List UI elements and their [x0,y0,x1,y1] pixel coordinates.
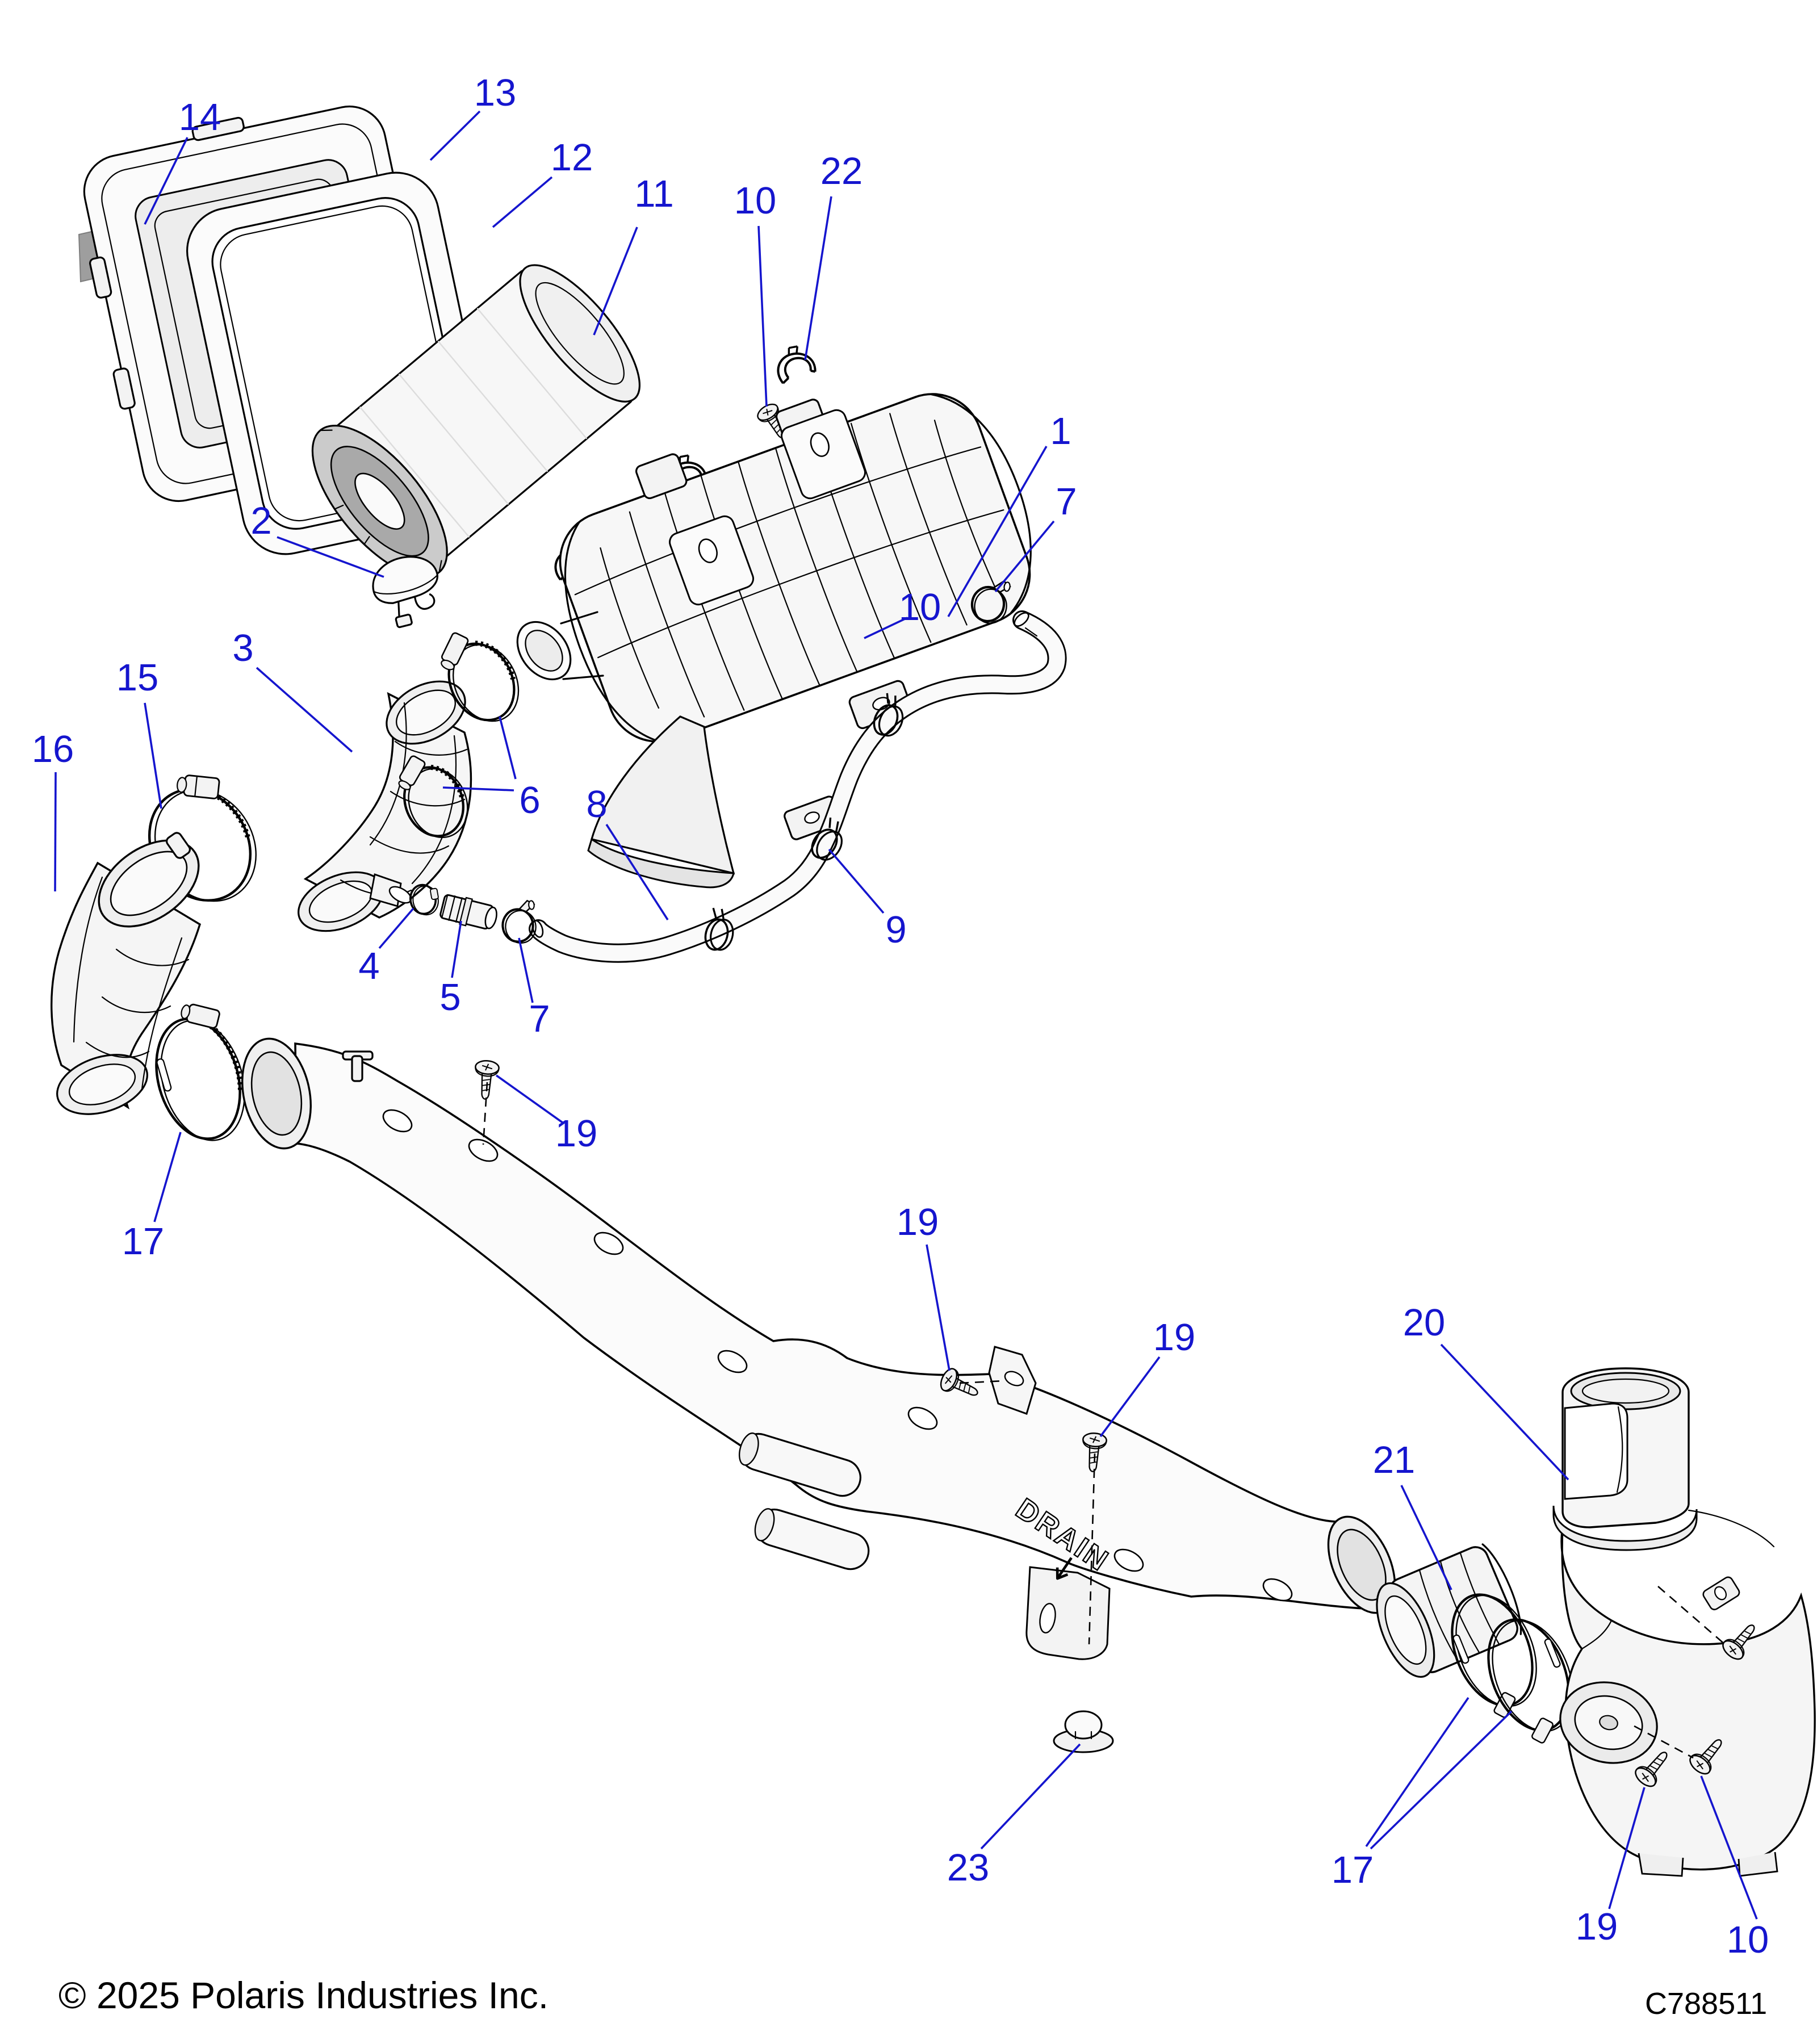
callout-10-b: 10 [899,586,941,629]
callout-8: 8 [586,783,607,826]
callout-15: 15 [116,656,159,699]
callout-16: 16 [32,728,74,770]
duct-bosses [382,1109,1293,1602]
assembly-dashed-lines [482,1082,1727,1759]
coupler-drawing [1376,1543,1522,1678]
callout-9: 9 [885,908,906,951]
lower-elbow-drawing [50,832,202,1115]
leader-lines [54,110,1758,1920]
callout-1: 1 [1050,410,1071,453]
callout-19-d: 19 [1576,1905,1618,1948]
callout-7-a: 7 [1056,480,1077,523]
callout-4: 4 [358,945,379,987]
callout-17-b: 17 [1332,1849,1374,1891]
air-filter-drawing [311,264,641,578]
callout-3: 3 [232,627,253,669]
elbow-clamp-lower-drawing [398,755,468,839]
callout-6: 6 [519,779,540,822]
push-plug-drawing [1053,1710,1114,1753]
callout-7-b: 7 [529,998,550,1040]
callout-23: 23 [947,1846,990,1889]
duct-inlet-clamp-drawing [155,1003,245,1141]
callout-2: 2 [250,500,271,542]
callout-5: 5 [439,976,460,1019]
callout-21: 21 [1373,1439,1416,1481]
callout-20: 20 [1403,1301,1446,1344]
callout-13: 13 [474,72,517,114]
callout-10-a: 10 [734,179,777,222]
callout-11: 11 [634,173,674,215]
callout-10-c: 10 [1727,1919,1769,1961]
callout-labels: 14 13 12 11 10 22 1 7 10 2 3 15 16 6 8 9… [32,72,1769,1961]
upper-elbow-drawing [298,680,472,932]
callout-22: 22 [820,150,863,192]
copyright-text: © 2025 Polaris Industries Inc. [58,1974,549,2016]
diagram-code: C788511 [1645,1987,1767,2021]
airbox-drawing [516,393,1032,889]
callout-19-c: 19 [1153,1316,1196,1359]
callout-19-a: 19 [555,1112,598,1155]
drain-arrow-icon [1056,1557,1073,1580]
callout-12: 12 [551,136,593,179]
callout-14: 14 [179,96,221,139]
outlet-clamps-drawing [1451,1593,1573,1744]
main-duct-drawing: DRAIN [241,1037,1396,1660]
snorkel-drawing [1552,1367,1816,1877]
callout-17-a: 17 [122,1220,165,1263]
hose-fitting-drawing [439,894,497,930]
drain-valve-drawing [372,556,438,629]
callout-19-b: 19 [897,1201,939,1243]
